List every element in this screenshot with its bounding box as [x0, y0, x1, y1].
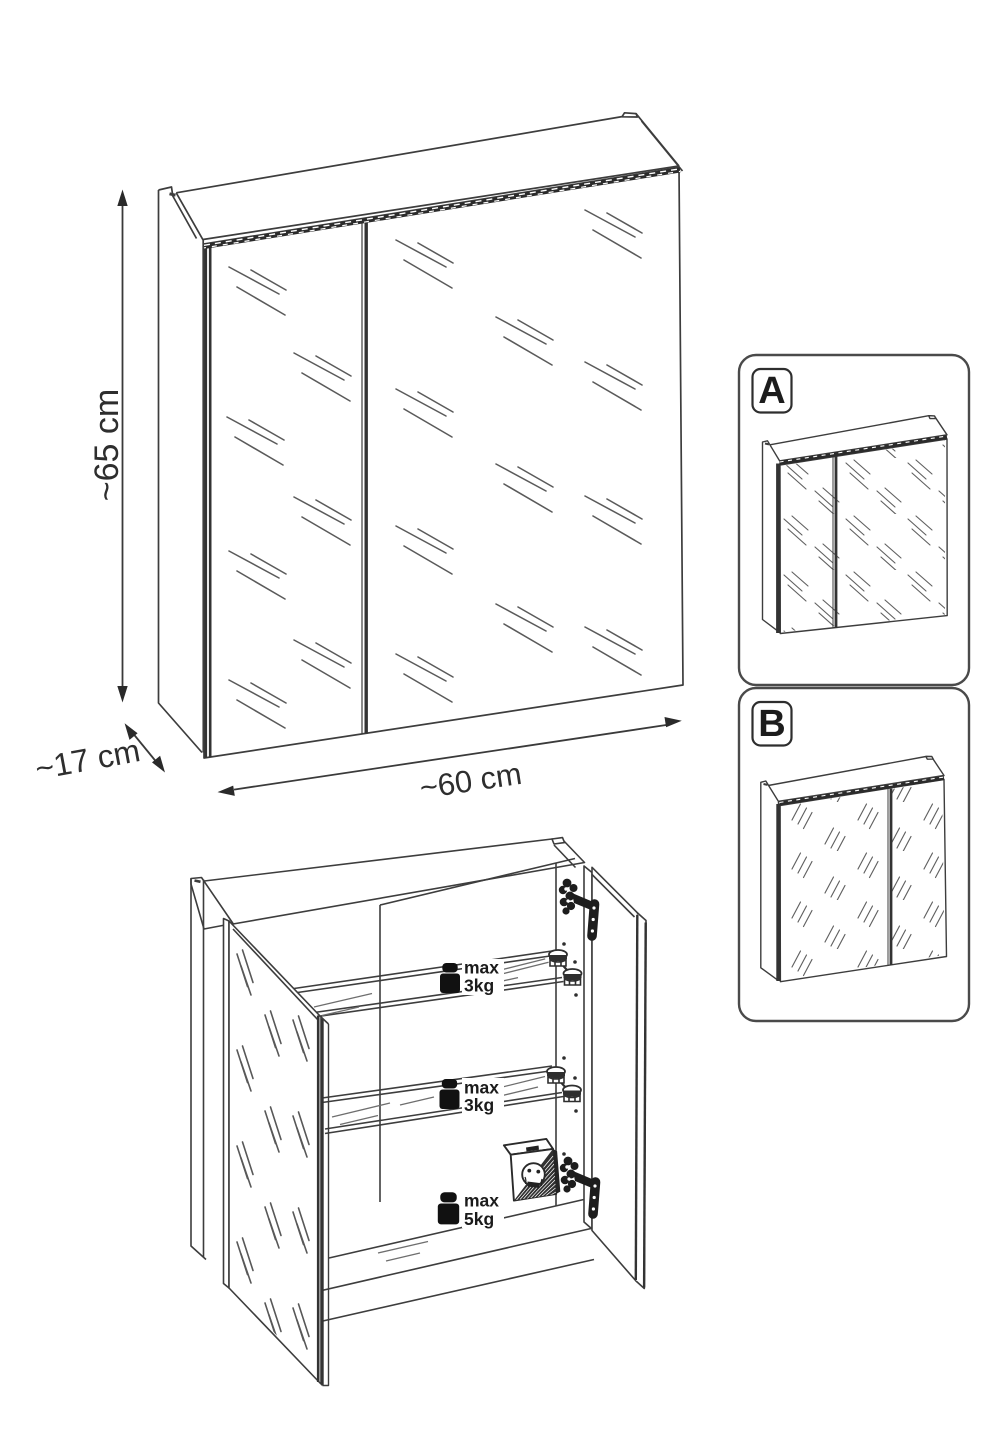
svg-text:~17 cm: ~17 cm — [32, 732, 143, 787]
svg-text:~65 cm: ~65 cm — [88, 389, 126, 501]
svg-text:max: max — [464, 1078, 499, 1098]
svg-text:max: max — [464, 1191, 499, 1211]
svg-text:3kg: 3kg — [464, 976, 494, 996]
svg-text:5kg: 5kg — [464, 1209, 494, 1229]
svg-text:max: max — [464, 958, 499, 978]
svg-text:~60 cm: ~60 cm — [417, 756, 524, 806]
svg-text:B: B — [758, 703, 785, 745]
svg-text:A: A — [758, 370, 785, 412]
svg-text:3kg: 3kg — [464, 1095, 494, 1115]
